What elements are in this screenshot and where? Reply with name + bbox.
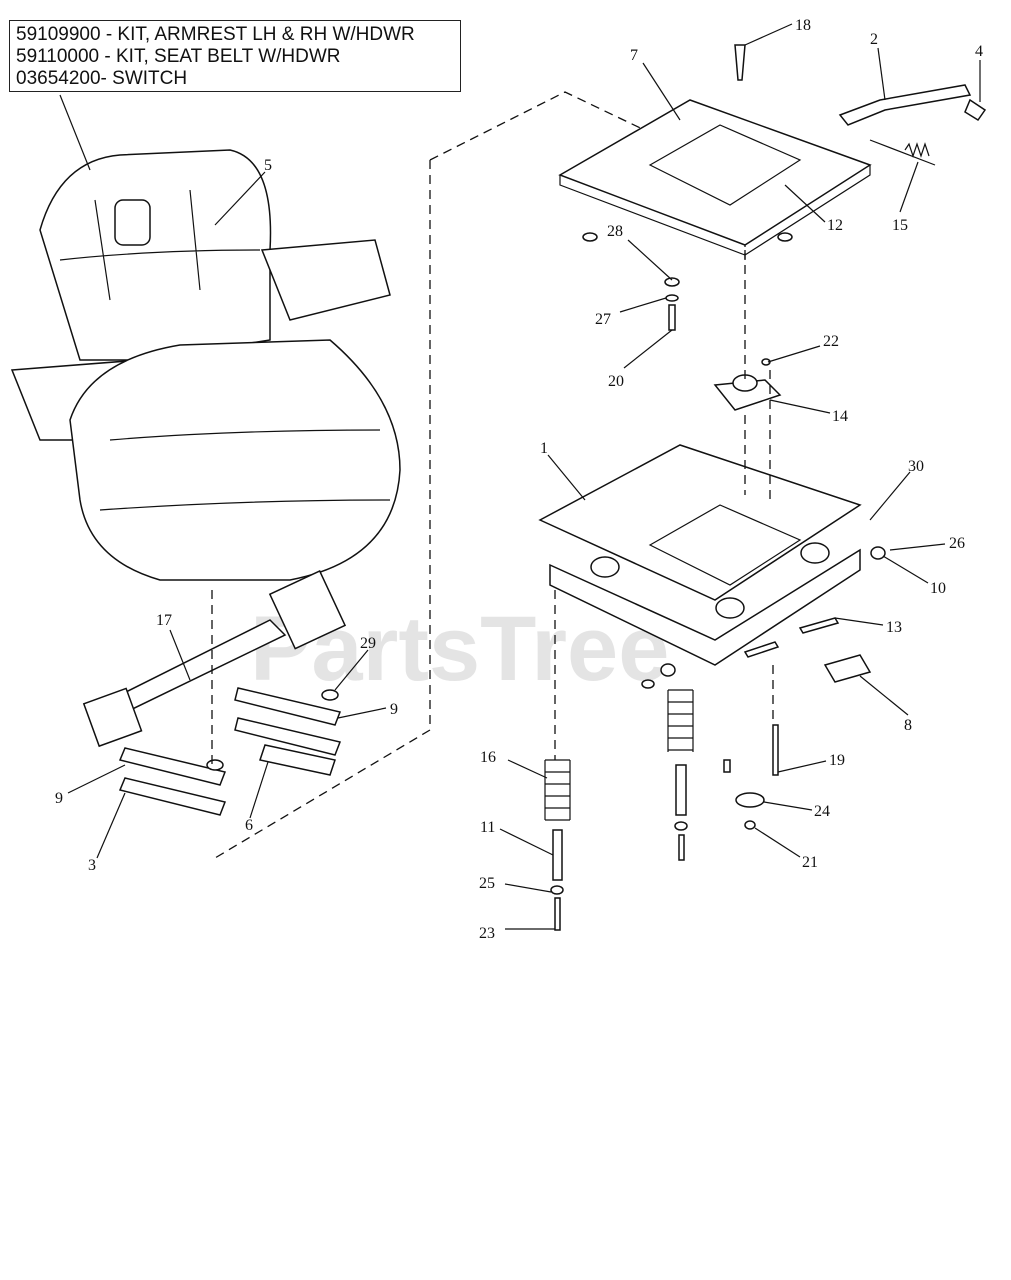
callout-22: 22: [823, 333, 839, 350]
callout-14: 14: [832, 408, 848, 425]
callout-18: 18: [795, 17, 811, 34]
fastener-stack-left: [582, 232, 793, 331]
callout-17: 17: [156, 612, 172, 629]
callout-9-right: 9: [390, 701, 398, 718]
callout-2: 2: [870, 31, 878, 48]
callout-16: 16: [480, 749, 496, 766]
seat-plates: [118, 687, 342, 816]
callout-19: 19: [829, 752, 845, 769]
bolt-18: [734, 44, 746, 81]
spring-stack-right: [641, 663, 694, 861]
plate-8: [823, 654, 872, 683]
pin-13b: [743, 641, 780, 658]
seat-belt: [82, 569, 347, 748]
callout-12: 12: [827, 217, 843, 234]
kit-line-seat-belt: 59110000 - KIT, SEAT BELT W/HDWR: [16, 46, 341, 67]
adjust-handle: [838, 84, 987, 166]
callout-3: 3: [88, 857, 96, 874]
callout-20: 20: [608, 373, 624, 390]
callout-9-left: 9: [55, 790, 63, 807]
callout-11: 11: [480, 819, 495, 836]
leader-lines: [59, 23, 981, 930]
callout-5: 5: [264, 157, 272, 174]
kit-list-box: 59109900 - KIT, ARMREST LH & RH W/HDWR 5…: [9, 20, 461, 92]
dashed-assembly-outline: [214, 91, 746, 859]
callout-29: 29: [360, 635, 376, 652]
callout-26: 26: [949, 535, 965, 552]
callout-24: 24: [814, 803, 830, 820]
kit-line-switch: 03654200- SWITCH: [16, 68, 188, 89]
callout-15: 15: [892, 217, 908, 234]
callout-1: 1: [540, 440, 548, 457]
callout-23: 23: [479, 925, 495, 942]
seat-assembly: [10, 149, 401, 581]
callout-4: 4: [975, 43, 983, 60]
callout-8: 8: [904, 717, 912, 734]
callout-27: 27: [595, 311, 611, 328]
spring-stack-left: [544, 759, 571, 931]
callout-28: 28: [607, 223, 623, 240]
callout-6: 6: [245, 817, 253, 834]
seat-base-frame: [538, 444, 886, 666]
callout-7: 7: [630, 47, 638, 64]
callout-13: 13: [886, 619, 902, 636]
isolator-mount-14: [713, 358, 782, 411]
top-slide-plate: [558, 99, 872, 256]
pin-13a: [798, 617, 840, 634]
callout-10: 10: [930, 580, 946, 597]
callout-numbers: 1 2 3 4 5 6 7 8 9 9 10 11 12 13 14 15 16…: [55, 17, 983, 942]
callout-30: 30: [908, 458, 924, 475]
washer-stack-24-21: [723, 724, 779, 830]
kit-line-armrest: 59109900 - KIT, ARMREST LH & RH W/HDWR: [16, 24, 415, 45]
callout-25: 25: [479, 875, 495, 892]
callout-21: 21: [802, 854, 818, 871]
